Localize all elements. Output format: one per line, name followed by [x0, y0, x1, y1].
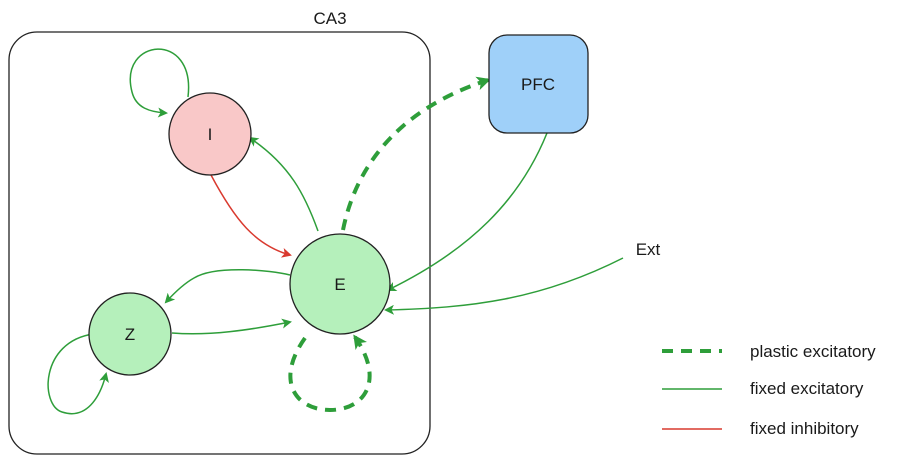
edge-pfc-to-e [386, 132, 548, 291]
edge-e-to-i [248, 136, 319, 232]
legend-label-fixed-inhibitory: fixed inhibitory [750, 419, 859, 438]
node-z-label: Z [125, 325, 135, 344]
legend-label-plastic-excitatory: plastic excitatory [750, 342, 876, 361]
legend-label-fixed-excitatory: fixed excitatory [750, 379, 864, 398]
node-e-label: E [334, 275, 345, 294]
ca3-region-label: CA3 [313, 9, 346, 28]
edge-e-to-pfc-plastic [341, 76, 491, 231]
node-ext-label: Ext [636, 240, 661, 259]
node-z: Z [88, 292, 172, 376]
edge-e-to-z [164, 268, 291, 304]
node-pfc-label: PFC [521, 75, 555, 94]
edge-z-self-loop [47, 333, 109, 415]
edge-i-to-e [210, 174, 292, 258]
ca3-region-box [8, 31, 431, 455]
edge-ext-to-e [384, 257, 624, 315]
node-pfc: PFC [488, 34, 589, 134]
node-i: I [168, 92, 252, 176]
node-i-label: I [208, 125, 213, 144]
edge-i-self-loop [129, 48, 190, 118]
edge-e-self-loop-plastic [288, 334, 372, 413]
edge-z-to-e [171, 318, 292, 335]
node-e: E [289, 233, 391, 335]
legend: plastic excitatory fixed excitatory fixe… [662, 342, 876, 438]
